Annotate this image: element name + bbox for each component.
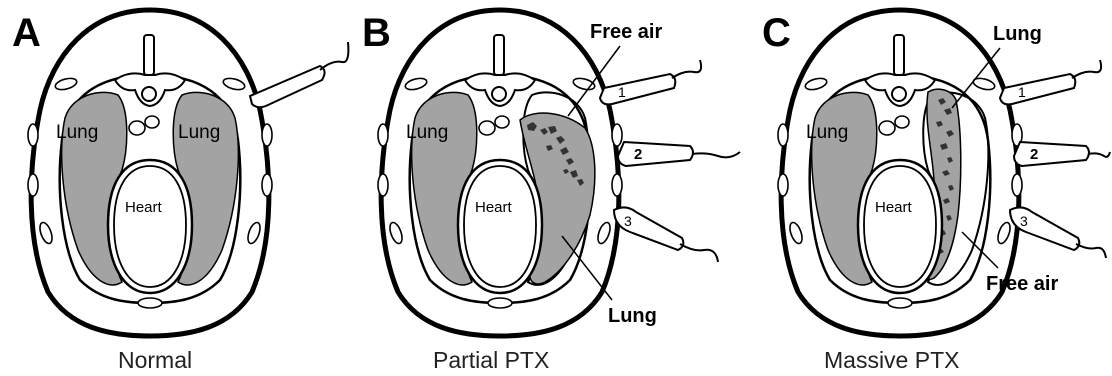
panel-c-letter: C bbox=[762, 11, 791, 55]
panel-b: B bbox=[362, 10, 740, 373]
panel-b-caption: Partial PTX bbox=[433, 347, 549, 373]
panel-b-probe-2-number: 2 bbox=[634, 146, 642, 163]
panel-c-probe-2-number: 2 bbox=[1030, 146, 1038, 163]
panel-b-probe-3-number: 3 bbox=[624, 213, 632, 229]
panel-a: A Lung L bbox=[12, 10, 348, 373]
panel-c-lung-left-label: Lung bbox=[806, 122, 848, 143]
panel-c-free-air-label: Free air bbox=[986, 273, 1058, 295]
panel-c-probe-1-number: 1 bbox=[1018, 84, 1026, 100]
panel-a-caption: Normal bbox=[118, 347, 192, 373]
panel-c-probe-3: 3 bbox=[1010, 207, 1106, 258]
panel-b-letter: B bbox=[362, 11, 391, 55]
panel-a-lung-left-label: Lung bbox=[56, 122, 98, 143]
panel-a-lung-right-label: Lung bbox=[178, 122, 220, 143]
panel-b-probe-2: 2 bbox=[618, 142, 740, 166]
panel-b-free-air-label: Free air bbox=[590, 21, 662, 43]
panel-c-caption: Massive PTX bbox=[824, 347, 959, 373]
panel-c-probe-1: 1 bbox=[1000, 60, 1101, 104]
panel-b-probe-1-number: 1 bbox=[618, 84, 626, 100]
panel-a-letter: A bbox=[12, 11, 41, 55]
panel-b-lung-callout-label: Lung bbox=[608, 305, 657, 327]
panel-c-lung-callout-label: Lung bbox=[993, 23, 1042, 45]
panel-c: C bbox=[762, 10, 1110, 373]
panel-b-probe-1: 1 bbox=[600, 60, 701, 104]
panel-b-lung-left-label: Lung bbox=[406, 122, 448, 143]
panel-b-probe-3: 3 bbox=[614, 207, 718, 262]
panel-c-probe-3-number: 3 bbox=[1020, 213, 1028, 229]
panel-a-heart-label: Heart bbox=[125, 199, 163, 216]
panel-a-ultrasound-probe bbox=[250, 42, 348, 107]
panel-b-heart-label: Heart bbox=[475, 199, 513, 216]
panel-c-probe-2: 2 bbox=[1014, 142, 1110, 166]
panel-c-heart-label: Heart bbox=[875, 199, 913, 216]
